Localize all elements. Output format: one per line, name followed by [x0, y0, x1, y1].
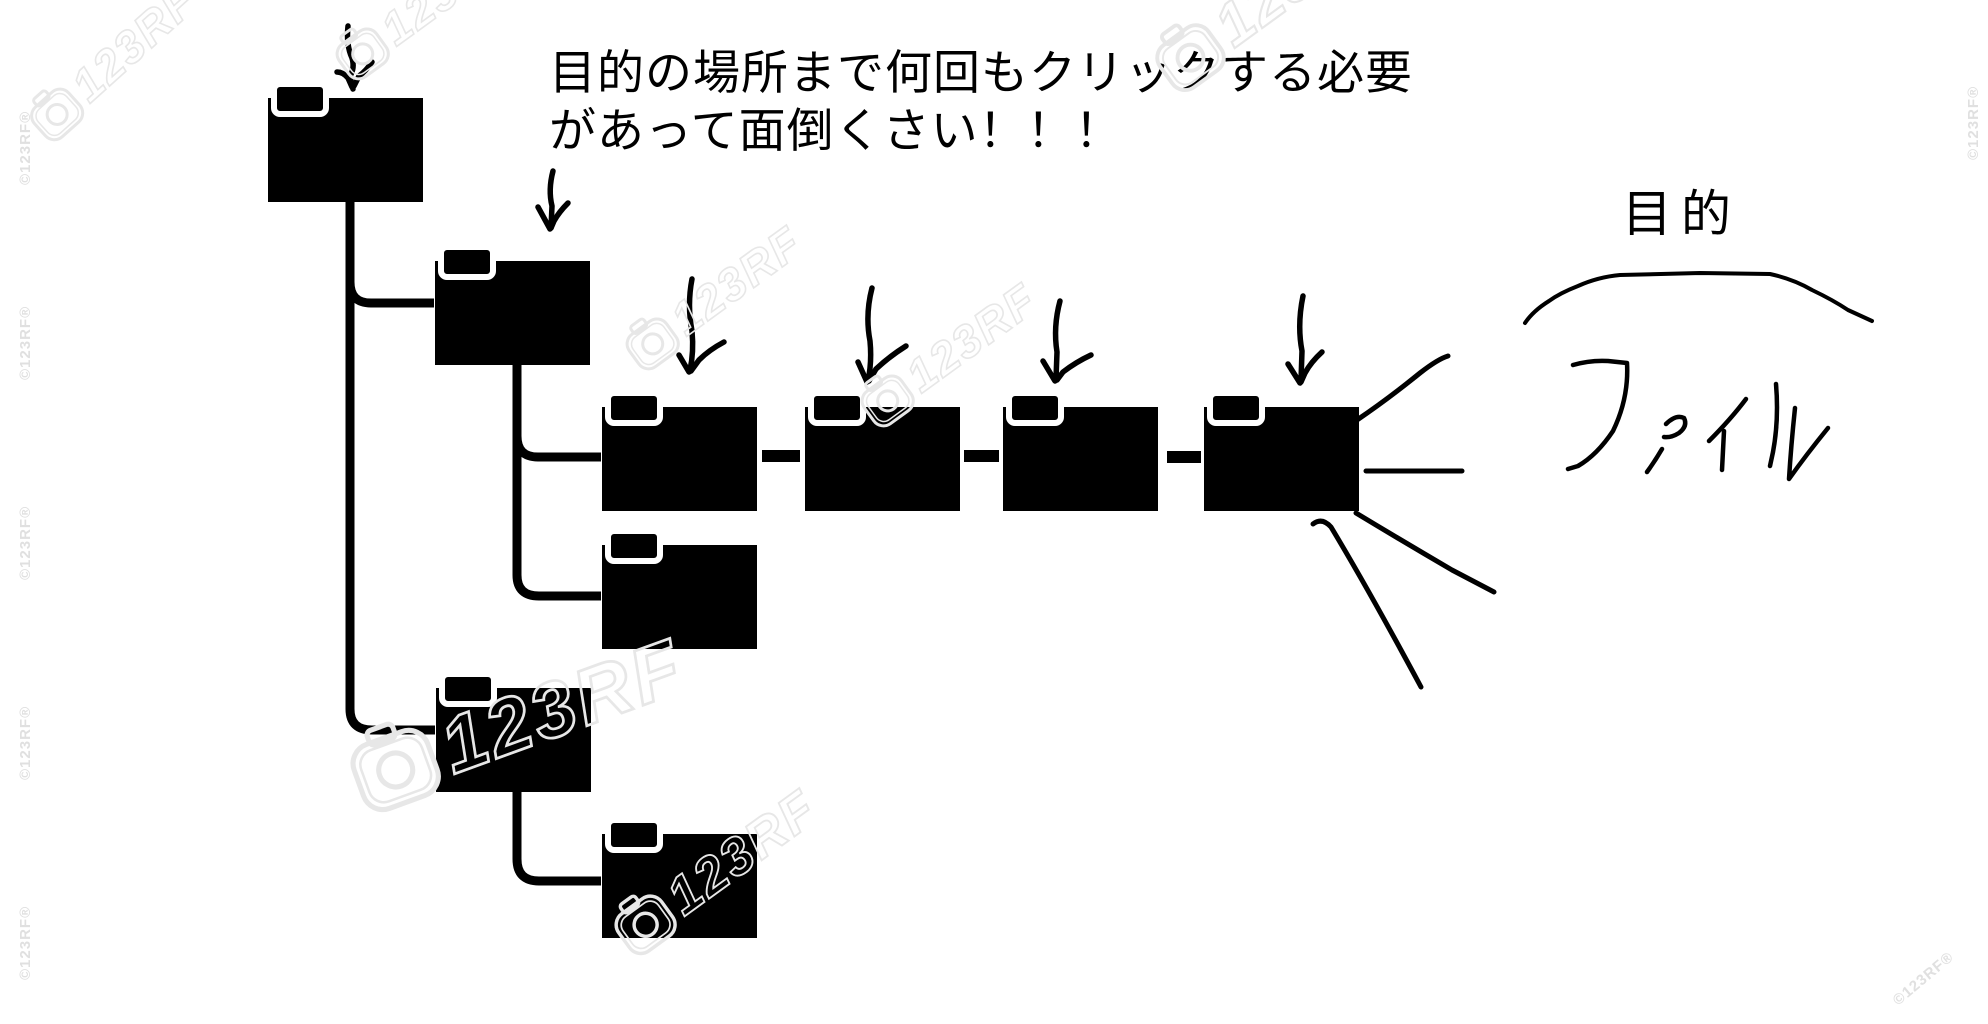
- folder-child-b: [436, 674, 591, 792]
- click-arrow-child-a: [535, 168, 571, 232]
- fan-line-up: [1354, 353, 1451, 423]
- handwritten-stroke-ru-left: [1767, 381, 1780, 469]
- annotation-line-1: 目的の場所まで何回もクリックする必要: [549, 46, 1413, 99]
- folder-chain-3: [1003, 393, 1158, 511]
- connector-child-a-to-chain: [512, 435, 601, 462]
- folder-child-b-1: [602, 820, 757, 938]
- folder-chain-2: [805, 393, 960, 511]
- fan-line-down-1: [1353, 510, 1497, 595]
- connector-child-a-trunk: [512, 365, 601, 601]
- folder-chain-1: [602, 393, 757, 511]
- folder-nodes: [268, 84, 1359, 938]
- handwritten-stroke-fu: [1565, 358, 1630, 472]
- annotation-text: 目的の場所まで何回もクリックする必要 があって面倒くさい！！！: [549, 44, 1413, 160]
- handwritten-stroke-ru-right: [1786, 405, 1831, 482]
- connector-child-b-trunk: [512, 792, 601, 886]
- click-arrow-chain-1: [676, 276, 727, 375]
- folder-child-a-2: [602, 531, 757, 649]
- click-arrow-chain-2: [855, 285, 909, 385]
- handwritten-stroke-i-vertical: [1719, 428, 1727, 473]
- handwritten-stroke-fa-hook: [1661, 414, 1688, 440]
- goal-arc: [1523, 271, 1874, 325]
- annotation-line-2: があって面倒くさい！！！: [549, 104, 1123, 157]
- handwritten-stroke-i-diagonal: [1706, 396, 1749, 444]
- click-arrow-chain-3: [1040, 298, 1094, 384]
- fan-out-lines: [1310, 353, 1497, 690]
- connector-root-to-child-a: [345, 281, 434, 308]
- handwritten-stroke-fa-tail: [1644, 446, 1665, 475]
- folder-child-a: [435, 247, 590, 365]
- fan-line-down-2: [1310, 518, 1424, 690]
- click-arrow-chain-4: [1285, 293, 1325, 386]
- click-arrow-root: [334, 23, 375, 92]
- folder-chain-4: [1204, 393, 1359, 511]
- goal-label: 目的: [1622, 186, 1740, 242]
- connector-root-trunk: [345, 200, 435, 735]
- folder-root: [268, 84, 423, 202]
- handwritten-file-label: [1565, 358, 1831, 482]
